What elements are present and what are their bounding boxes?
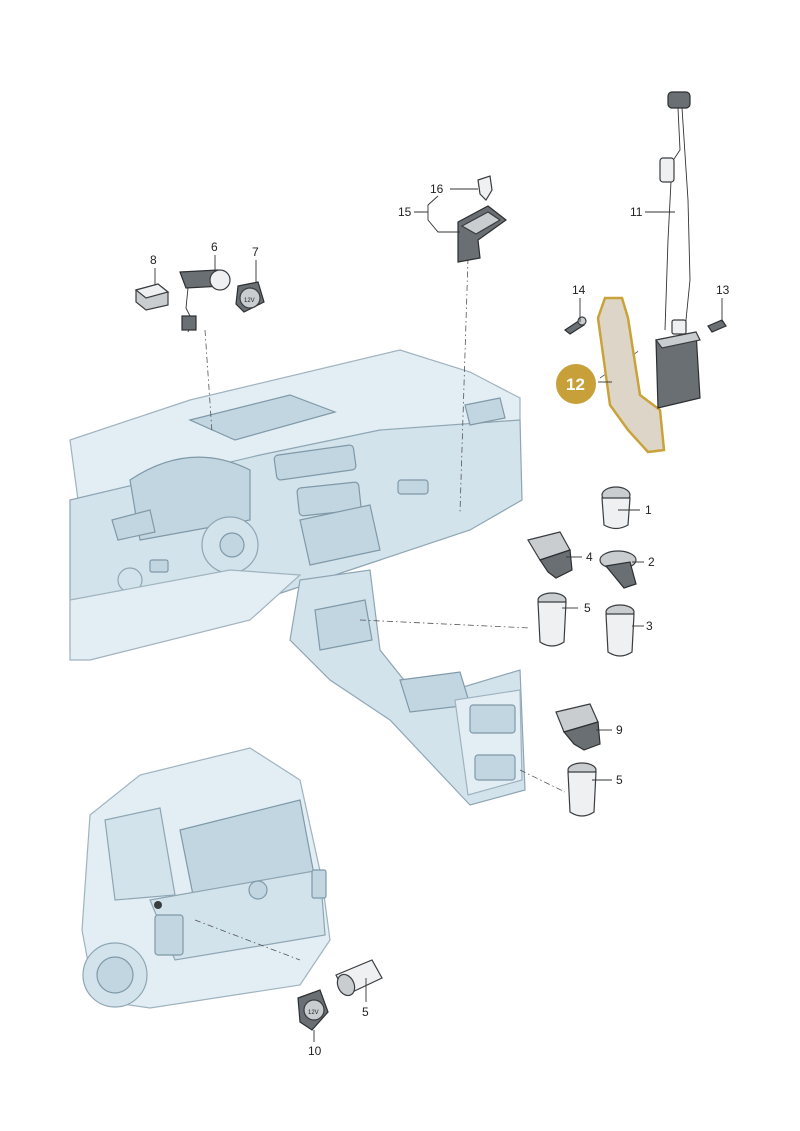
- label-5-a: 5: [584, 601, 591, 615]
- leader-lines: [154, 188, 723, 1042]
- part-3-socket[interactable]: [605, 604, 635, 657]
- part-12-mounting-bracket[interactable]: [596, 296, 666, 454]
- label-5-c: 5: [362, 1005, 369, 1019]
- part-4-cover[interactable]: [527, 531, 573, 579]
- part-2-ring[interactable]: [599, 550, 637, 589]
- part-14-screw[interactable]: [563, 316, 587, 335]
- part-labels: 16 15 8 6 7 11 13 14 1 4 2 5 3 9 5 5 10: [150, 182, 730, 1058]
- part-13-screw[interactable]: [707, 319, 727, 333]
- callout-12-highlight[interactable]: 12: [556, 364, 596, 404]
- part-5-socket-b[interactable]: [567, 762, 597, 817]
- label-12: 12: [566, 375, 585, 394]
- part-9-cover[interactable]: [555, 703, 601, 751]
- part-1-cap[interactable]: [601, 486, 631, 530]
- part-5-socket-c[interactable]: [334, 959, 383, 998]
- label-3: 3: [646, 619, 653, 633]
- label-8: 8: [150, 253, 157, 267]
- label-10: 10: [308, 1044, 322, 1058]
- label-4: 4: [586, 550, 593, 564]
- label-7: 7: [252, 245, 259, 259]
- part-15-bracket[interactable]: [457, 205, 508, 263]
- label-13: 13: [716, 283, 730, 297]
- label-9: 9: [616, 723, 623, 737]
- label-16: 16: [430, 182, 444, 196]
- part-11-cable-harness[interactable]: [659, 91, 691, 335]
- part-11-control-module[interactable]: [654, 331, 701, 409]
- part-6-socket-harness[interactable]: [179, 269, 231, 333]
- part-5-socket-a[interactable]: [537, 592, 567, 647]
- part-7-12v-socket[interactable]: 12V: [235, 281, 265, 313]
- part-16-clip[interactable]: [477, 175, 493, 201]
- socket-12v-text-rear: 12V: [308, 1010, 319, 1016]
- label-2: 2: [648, 555, 655, 569]
- socket-12v-text: 12V: [244, 298, 255, 304]
- vehicle-rear-illustration: [81, 747, 331, 1009]
- label-15: 15: [398, 205, 412, 219]
- part-8-switch[interactable]: [134, 283, 170, 311]
- label-1: 1: [645, 503, 652, 517]
- label-6: 6: [211, 240, 218, 254]
- label-14: 14: [572, 283, 586, 297]
- dashboard-illustration: [69, 349, 526, 806]
- label-5-b: 5: [616, 773, 623, 787]
- part-10-rear-12v-socket[interactable]: 12V: [297, 989, 329, 1031]
- label-11: 11: [630, 205, 643, 219]
